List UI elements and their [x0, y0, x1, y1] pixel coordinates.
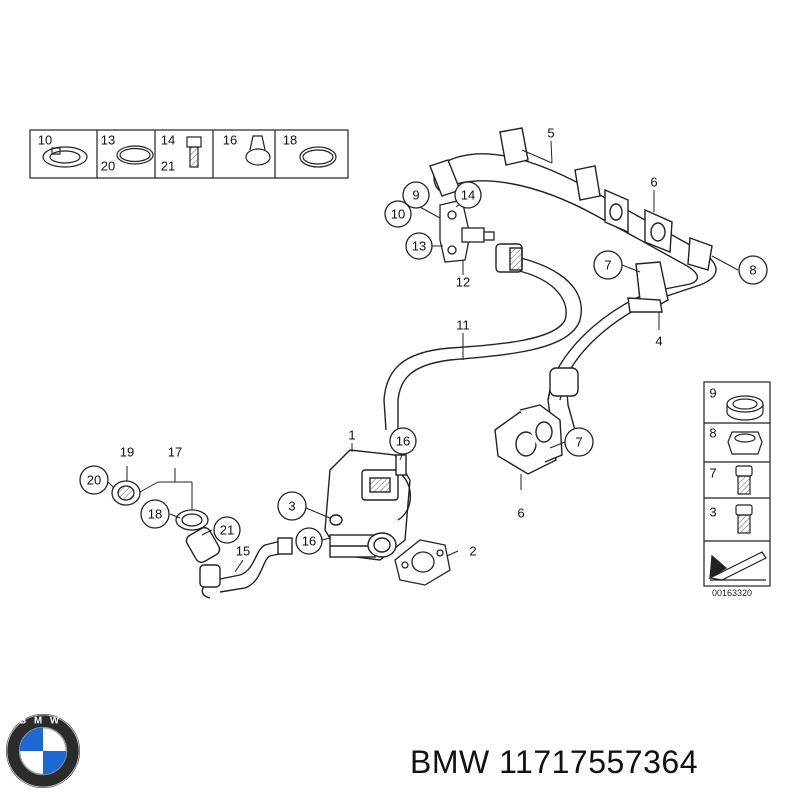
callout-5: 5 — [547, 126, 554, 141]
callout-4: 4 — [655, 334, 662, 349]
legend-nut-icon — [727, 431, 763, 455]
callout-14: 14 — [461, 188, 475, 203]
hose-15 — [185, 527, 293, 599]
svg-text:BMW: BMW — [19, 716, 67, 727]
strip-label-1-top: 13 — [101, 133, 115, 148]
callout-circle-9 — [402, 181, 430, 209]
parts-strip — [29, 129, 349, 179]
callout-circle-13 — [405, 232, 433, 260]
footer-brand-part-number: BMW 11717557364 — [410, 744, 698, 780]
legend-arrow-icon — [708, 551, 767, 581]
gasket-2 — [394, 539, 451, 586]
bmw-logo: BMW — [5, 713, 81, 789]
callout-6b: 6 — [517, 506, 524, 521]
callout-circle-21 — [213, 516, 241, 544]
legend-panel — [703, 381, 771, 587]
egr-pipe — [429, 127, 717, 475]
callout-3: 3 — [288, 499, 295, 514]
parts-strip-labels: 10 13 20 14 21 16 18 — [38, 133, 297, 174]
strip-label-3-top: 16 — [223, 133, 237, 148]
callout-circle-3 — [277, 491, 307, 521]
callout-21: 21 — [220, 523, 234, 538]
callout-circle-10 — [384, 200, 412, 228]
legend-label-7: 7 — [709, 466, 716, 481]
callout-circle-14 — [454, 181, 482, 209]
spring-clamp-icon — [245, 135, 271, 166]
callout-10: 10 — [391, 207, 405, 222]
sealing-ring-icon — [116, 145, 154, 165]
strip-label-1-bottom: 20 — [101, 159, 115, 174]
sensor-12 — [439, 199, 495, 263]
legend-labels: 9 8 7 3 — [709, 386, 716, 520]
legend-bolt-icon-3 — [735, 504, 753, 534]
legend-ring-icon — [726, 395, 764, 421]
callout-20: 20 — [87, 473, 101, 488]
callout-18: 18 — [148, 507, 162, 522]
callout-circle-7a — [593, 250, 623, 280]
callout-7a: 7 — [604, 258, 611, 273]
legend-bolt-icon-7 — [735, 465, 753, 495]
callout-2: 2 — [469, 544, 476, 559]
callout-15: 15 — [236, 544, 250, 559]
callout-circle-20 — [79, 465, 109, 495]
strip-label-0-top: 10 — [38, 133, 52, 148]
reference-code: 00163320 — [712, 588, 752, 598]
callout-13: 13 — [412, 239, 426, 254]
callout-7b: 7 — [575, 435, 582, 450]
callout-circle-8 — [738, 255, 768, 285]
callouts: 5 9 14 10 13 12 6 7 8 4 11 7 6 1 16 3 16… — [79, 126, 768, 559]
callout-6a: 6 — [650, 175, 657, 190]
strip-label-2-top: 14 — [161, 133, 175, 148]
legend-label-9: 9 — [709, 386, 716, 401]
callout-circle-16b — [295, 527, 323, 555]
callout-19: 19 — [120, 445, 134, 460]
callout-17: 17 — [168, 445, 182, 460]
hose-11 — [383, 243, 582, 431]
callout-16b: 16 — [302, 534, 316, 549]
callout-circle-7b — [564, 427, 594, 457]
callout-9: 9 — [412, 188, 419, 203]
hose-clamp-icon — [42, 146, 88, 168]
callout-circle-18 — [140, 499, 170, 529]
callout-11: 11 — [456, 318, 470, 333]
egr-valve-1 — [324, 449, 412, 561]
leader-lines — [105, 140, 739, 573]
legend-label-8: 8 — [709, 426, 716, 441]
o-ring-icon — [299, 146, 337, 168]
strip-label-4-top: 18 — [283, 133, 297, 148]
callout-circle-16a — [389, 427, 417, 455]
legend-label-3: 3 — [709, 505, 716, 520]
bolt-icon — [186, 136, 202, 168]
callout-8: 8 — [749, 263, 756, 278]
fitting-17 — [111, 480, 209, 531]
callout-16a: 16 — [396, 434, 410, 449]
callout-12: 12 — [456, 275, 470, 290]
strip-label-2-bottom: 21 — [161, 159, 175, 174]
callout-1: 1 — [348, 428, 355, 443]
